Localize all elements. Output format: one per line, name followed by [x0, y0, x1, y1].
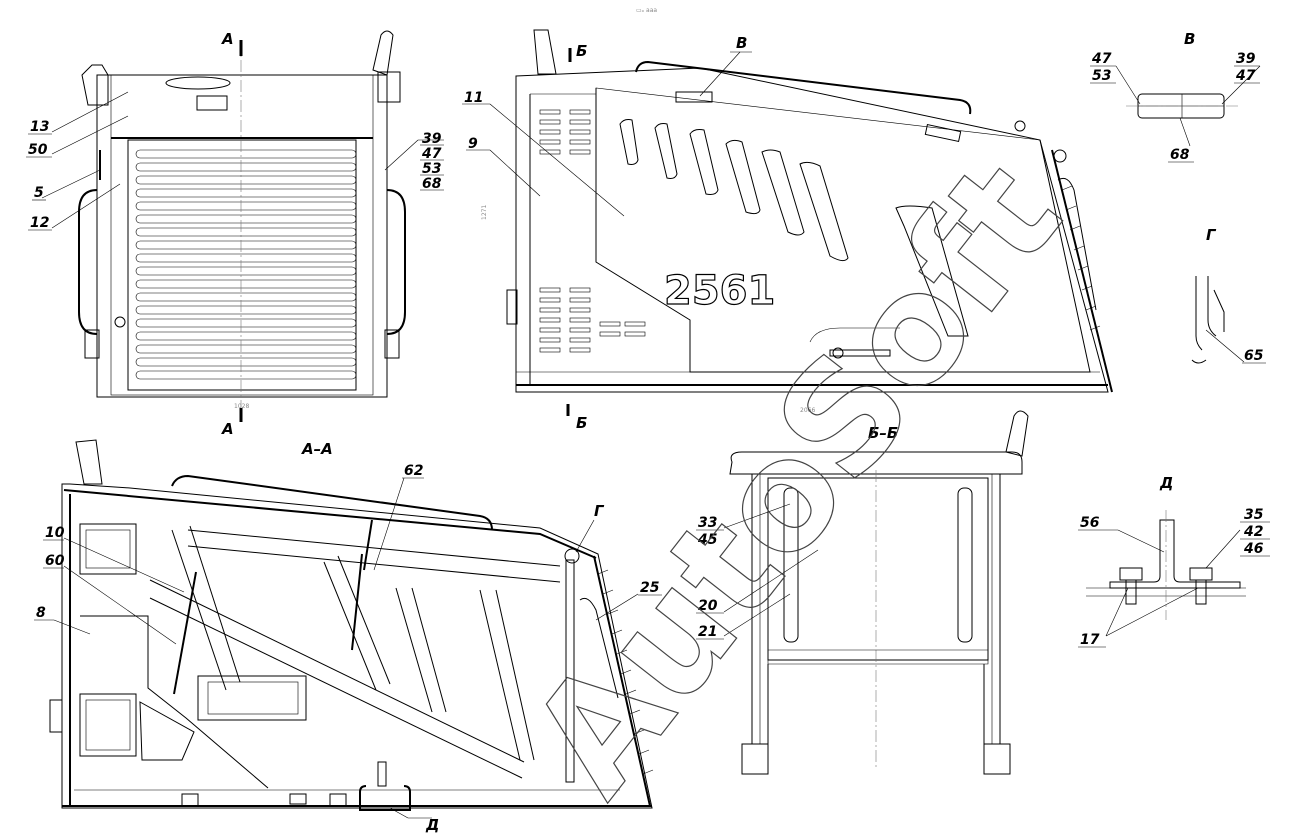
- dim-1028: 1028: [234, 403, 249, 410]
- front-view: А А 1028 13 50 5 12 39 47 53 68: [26, 30, 444, 438]
- section-bb: Б–Б 33 45 20 21: [696, 410, 1029, 775]
- detail-d-title: Д: [1159, 474, 1173, 492]
- top-mark: ▭ₒ ааа: [636, 7, 657, 14]
- section-bb-title: Б–Б: [868, 424, 898, 442]
- detail-v: В 47 53 39 47 68: [1090, 30, 1261, 163]
- detail-g-callout-65: 65: [1244, 348, 1264, 364]
- cutaway-view-mark: Г: [594, 502, 605, 520]
- detail-g: Г 65: [1191, 226, 1266, 364]
- callout-21: 21: [698, 624, 717, 640]
- detail-v-callout-39: 39: [1236, 51, 1256, 67]
- callout-5: 5: [34, 185, 44, 201]
- callout-8: 8: [36, 605, 46, 621]
- callout-10: 10: [45, 525, 65, 541]
- front-grille: [135, 149, 357, 380]
- view-mark-v: В: [736, 34, 747, 52]
- section-mark-b-top: Б: [576, 42, 587, 60]
- detail-d: Д 56 35 42 46 17: [1078, 474, 1270, 648]
- detail-v-callout-47b: 47: [1235, 68, 1256, 84]
- panel-number: 2561: [664, 268, 775, 314]
- detail-d-mark: Д: [425, 816, 439, 834]
- detail-d-callout-46: 46: [1243, 541, 1264, 557]
- side-view: 2561 Б Б 1271 2066 11 9 В: [462, 29, 1113, 432]
- section-mark-a-top: А: [221, 30, 234, 48]
- side-vents: [539, 109, 646, 353]
- section-mark-b-bottom: Б: [576, 414, 587, 432]
- detail-v-callout-53: 53: [1092, 68, 1111, 84]
- watermark: AutoSoft: [498, 131, 1094, 826]
- detail-d-callout-56: 56: [1080, 515, 1100, 531]
- callout-25: 25: [640, 580, 660, 596]
- callout-12: 12: [30, 215, 49, 231]
- callout-39: 39: [422, 131, 442, 147]
- detail-d-callout-42: 42: [1243, 524, 1263, 540]
- callout-50: 50: [28, 142, 48, 158]
- section-aa: А–А: [34, 439, 662, 834]
- side-window-slots: [619, 119, 969, 337]
- callout-47: 47: [421, 146, 442, 162]
- callout-9: 9: [468, 136, 478, 152]
- dim-2066: 2066: [800, 407, 815, 414]
- detail-v-callout-47: 47: [1091, 51, 1112, 67]
- callout-45: 45: [697, 532, 718, 548]
- callout-13: 13: [30, 119, 49, 135]
- detail-d-callout-17: 17: [1080, 632, 1100, 648]
- callout-53: 53: [422, 161, 441, 177]
- detail-d-callout-35: 35: [1244, 507, 1264, 523]
- detail-v-title: В: [1184, 30, 1195, 48]
- callout-60: 60: [45, 553, 65, 569]
- detail-g-title: Г: [1206, 226, 1217, 244]
- callout-20: 20: [698, 598, 718, 614]
- callout-11: 11: [464, 90, 483, 106]
- section-mark-a-bottom: А: [221, 420, 234, 438]
- callout-33: 33: [698, 515, 717, 531]
- section-aa-title: А–А: [301, 440, 333, 458]
- detail-v-callout-68: 68: [1170, 147, 1190, 163]
- callout-68: 68: [422, 176, 442, 192]
- dim-1271: 1271: [481, 205, 488, 220]
- callout-62: 62: [404, 463, 423, 479]
